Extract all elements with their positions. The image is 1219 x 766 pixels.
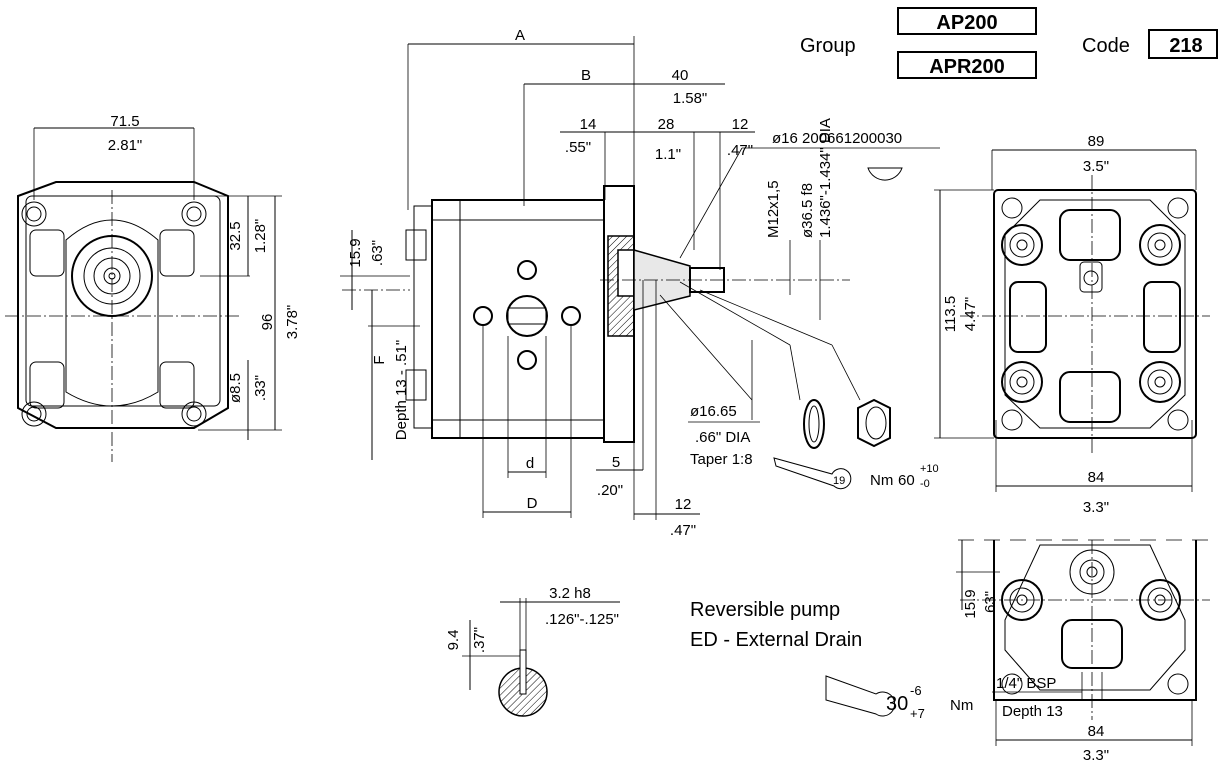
rear-width-in: 3.5"	[1083, 158, 1109, 175]
group-value-1: AP200	[936, 12, 997, 34]
group-value-2: APR200	[929, 56, 1005, 78]
drain-torque-unit: Nm	[950, 697, 973, 714]
pilot-mm: ø36.5 f8	[799, 183, 816, 238]
side-view: A B 40 1.58" 14 .55" 28 1.1" 12 .47" ø16…	[340, 27, 940, 539]
key-height-in: .37"	[471, 627, 488, 653]
torque-unit: Nm	[870, 472, 893, 489]
dim-d: d	[526, 455, 534, 472]
drain-view: 15.9 .63" 1/4" BSP Depth 13 84 3.3" 30 -…	[825, 539, 1210, 764]
drain-depth: Depth 13	[1002, 703, 1063, 720]
note-reversible: Reversible pump	[690, 599, 840, 621]
dim-5-in: .20"	[597, 482, 623, 499]
dim-5-mm: 5	[612, 454, 620, 471]
group-box-2	[897, 51, 1037, 79]
rear-view: 89 3.5" 113.5 4.47" 84 3.3"	[934, 133, 1210, 516]
torque-tol-minus: -0	[920, 478, 930, 490]
dim-28-in: 1.1"	[655, 146, 681, 163]
header-block: Group AP200 APR200 Code 218	[800, 7, 1218, 79]
front-hole-in: .33"	[252, 375, 269, 401]
front-offset-mm: 32.5	[227, 221, 244, 250]
drain-torque-tol-plus: +7	[910, 706, 925, 721]
thread-spec: M12x1,5	[765, 180, 782, 238]
taper-ratio: Taper 1:8	[690, 451, 753, 468]
taper-mm: ø16.65	[690, 403, 737, 420]
wrench-size: 19	[833, 475, 845, 487]
front-width-in: 2.81"	[108, 137, 143, 154]
key-section: 3.2 h8 .126"-.125" 9.4 .37"	[445, 585, 620, 717]
dim-14-mm: 14	[580, 116, 597, 133]
dim-40-mm: 40	[672, 67, 689, 84]
drain-offset-in: .63"	[982, 591, 999, 617]
drain-torque-value: 30	[886, 693, 908, 715]
port-depth: Depth 13 - .51"	[393, 340, 410, 440]
torque-tol-plus: +10	[920, 463, 939, 475]
code-label: Code	[1082, 35, 1130, 57]
code-value: 218	[1169, 35, 1202, 57]
front-offset-in: 1.28"	[252, 219, 269, 254]
dim-F: F	[371, 355, 388, 364]
torque-value: 60	[898, 472, 915, 489]
drain-thread: 1/4" BSP	[996, 675, 1056, 692]
port-in: .63"	[369, 240, 386, 266]
key-ref: ø16 200661200030	[772, 130, 902, 147]
dim-40-in: 1.58"	[673, 90, 708, 107]
dim-12b-in: .47"	[670, 522, 696, 539]
front-height-in: 3.78"	[284, 305, 301, 340]
rear-bolt-in: 3.3"	[1083, 499, 1109, 516]
dim-12b-mm: 12	[675, 496, 692, 513]
dim-A: A	[515, 27, 525, 44]
rear-width-mm: 89	[1088, 133, 1105, 150]
front-height-mm: 96	[259, 314, 276, 331]
key-width-mm: 3.2 h8	[549, 585, 591, 602]
dim-D: D	[527, 495, 538, 512]
front-hole-mm: ø8.5	[227, 373, 244, 403]
dim-28-mm: 28	[658, 116, 675, 133]
taper-in: .66" DIA	[695, 429, 750, 446]
dim-12-mm: 12	[732, 116, 749, 133]
pilot-in: 1.436"-1.434" DIA	[817, 118, 834, 238]
group-box-1	[897, 7, 1037, 35]
drain-width-mm: 84	[1088, 723, 1105, 740]
drain-torque-tol-minus: -6	[910, 683, 922, 698]
rear-bolt-mm: 84	[1088, 469, 1105, 486]
port-mm: 15.9	[347, 238, 364, 267]
key-height-mm: 9.4	[445, 630, 462, 651]
group-label: Group	[800, 35, 856, 57]
note-drain: ED - External Drain	[690, 629, 862, 651]
rear-height-mm: 113.5	[942, 296, 959, 332]
code-box	[1148, 29, 1218, 59]
front-view: 71.5 2.81" 32.5 1.28" 96 3.78" ø8.5 .33"	[5, 113, 301, 462]
dim-12-in: .47"	[727, 142, 753, 159]
dim-B: B	[581, 67, 591, 84]
drain-offset-mm: 15.9	[962, 589, 979, 618]
rear-height-in: 4.47"	[962, 297, 979, 332]
front-width-mm: 71.5	[110, 113, 139, 130]
key-width-in: .126"-.125"	[545, 611, 619, 628]
drain-width-in: 3.3"	[1083, 747, 1109, 764]
notes: Reversible pump ED - External Drain	[690, 599, 862, 651]
dim-14-in: .55"	[565, 139, 591, 156]
